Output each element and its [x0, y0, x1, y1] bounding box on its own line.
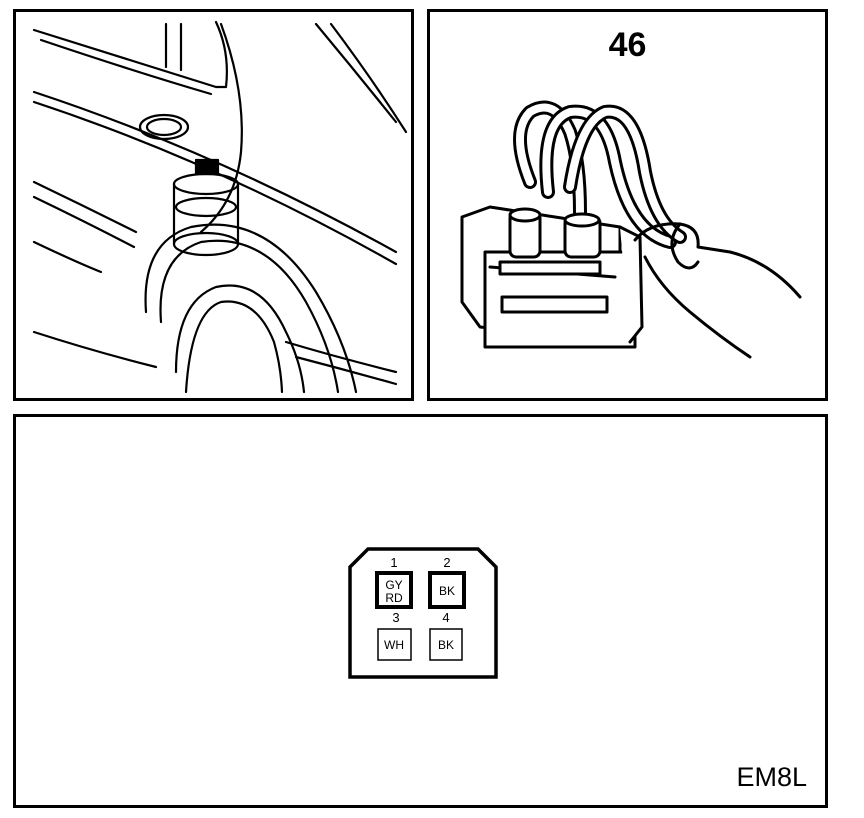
- pin-1-box: [375, 571, 413, 609]
- diagram-code: EM8L: [736, 762, 807, 792]
- pin-1-color-a: GY: [385, 578, 402, 592]
- pin-1-color-b: RD: [385, 591, 403, 605]
- pin-2-number: 2: [443, 555, 450, 570]
- vehicle-location-panel: [13, 9, 414, 401]
- pin-3-color: WH: [384, 638, 404, 652]
- pin-2-box: [428, 571, 466, 609]
- vehicle-illustration: [32, 20, 408, 394]
- connector-illustration: [460, 100, 802, 359]
- pin-1-number: 1: [390, 555, 397, 570]
- pin-4-number: 4: [442, 610, 449, 625]
- connector-outline: [348, 547, 498, 679]
- connector-face-diagram: 1 GY RD 2 BK 3 WH 4 BK: [348, 547, 498, 679]
- pin-3-box: [377, 628, 412, 661]
- pin-4-box: [429, 628, 463, 661]
- pin-3-number: 3: [392, 610, 399, 625]
- pinout-panel: 1 GY RD 2 BK 3 WH 4 BK EM8L: [13, 414, 828, 808]
- pin-2-color: BK: [439, 584, 455, 598]
- connector-view-panel: 46: [427, 9, 828, 401]
- pin-4-color: BK: [438, 638, 454, 652]
- connector-number: 46: [608, 26, 647, 64]
